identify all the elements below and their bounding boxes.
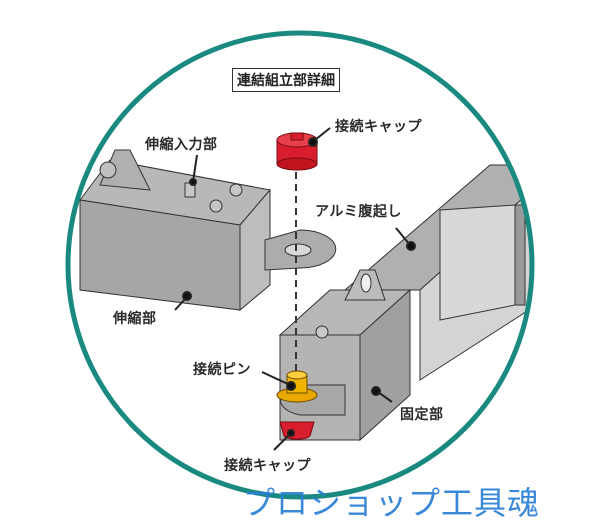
label-fixed-part: 固定部 (400, 407, 444, 423)
telescoping-block (79, 149, 337, 312)
connecting-cap-bottom (279, 421, 315, 440)
detail-circle (65, 30, 535, 500)
label-cap-top: 接続キャップ (335, 119, 422, 135)
watermark-text: プロショップ工具魂 (243, 484, 541, 522)
label-aluminum-waler: アルミ腹起し (315, 204, 402, 220)
fixed-part-block (278, 269, 412, 442)
diagram-title: 連結組立部詳細 (232, 68, 340, 92)
label-connecting-pin: 接続ピン (193, 362, 251, 378)
label-telescoping-input: 伸縮入力部 (145, 137, 218, 153)
label-cap-bottom: 接続キャップ (224, 458, 311, 474)
label-telescoping-part: 伸縮部 (113, 311, 157, 327)
